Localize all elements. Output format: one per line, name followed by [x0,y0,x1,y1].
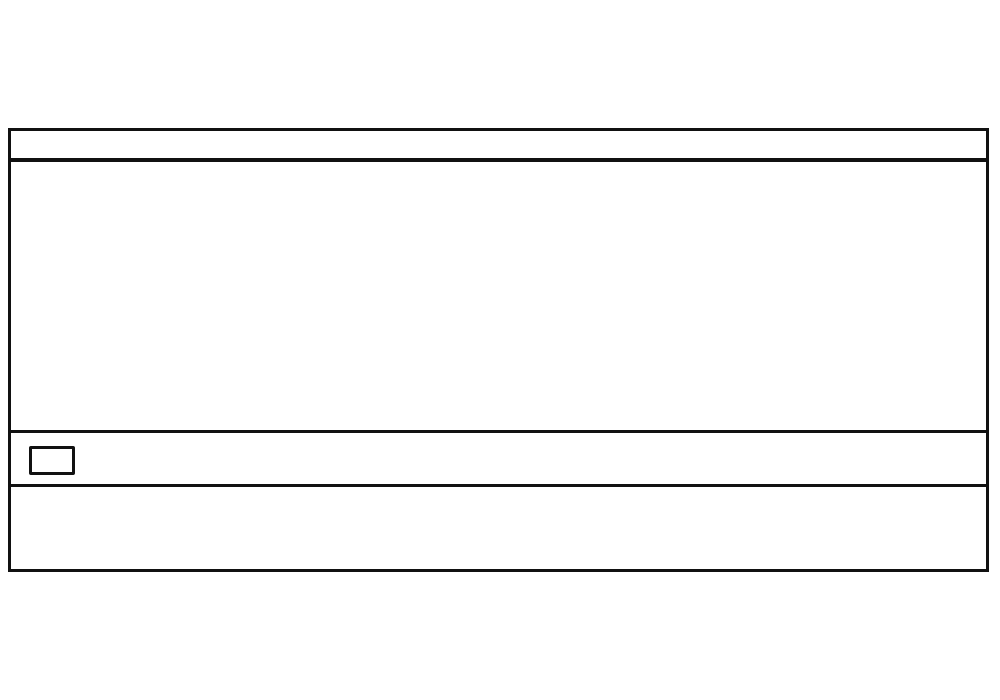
footer-divider [11,484,986,487]
title-bar [11,131,986,158]
window-frame [8,128,989,572]
content-divider [11,430,986,433]
toolbar [11,433,986,485]
footer-area [11,487,986,569]
title-bar-divider [11,158,986,162]
content-area [11,162,986,430]
toolbar-button[interactable] [29,446,75,475]
